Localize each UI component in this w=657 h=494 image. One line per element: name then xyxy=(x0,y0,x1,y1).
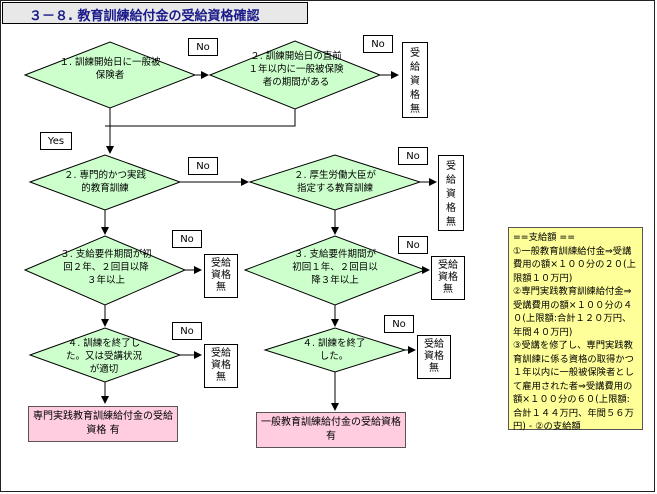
ineligible-line: 受給 xyxy=(424,339,444,350)
ineligible-char: 格 xyxy=(410,90,420,101)
ineligible-char: 無 xyxy=(443,284,453,295)
result-specialized: 専門実践教育訓練給付金の受給資格 有 xyxy=(28,406,178,442)
ineligible-char: 無 xyxy=(429,363,439,374)
benefit-amount-note: ==支給額 == ①一般教育訓練給付金⇒受講費用の額×１００分の２０(上限額１０… xyxy=(508,227,643,432)
ineligible-char: 資 xyxy=(446,189,456,200)
no-label-2: No xyxy=(363,35,393,53)
note-line: ③受講を修了し、専門実践教育訓練に係る資格の取得かつ１年以内に一般被保険者として… xyxy=(513,340,634,432)
ineligible-box-3: 受給 資格 無 xyxy=(204,254,238,298)
ineligible-box-6: 受給 資格 無 xyxy=(417,335,451,379)
no-label-7: No xyxy=(172,322,202,340)
no-label-3: No xyxy=(188,157,218,175)
no-label-8: No xyxy=(384,315,414,333)
yes-label: Yes xyxy=(40,132,72,150)
ineligible-box-4: 受給 資格 無 xyxy=(431,256,465,300)
ineligible-line: 受給 xyxy=(211,258,231,269)
ineligible-line: 受給 xyxy=(438,260,458,271)
ineligible-char: 給 xyxy=(410,62,420,73)
decision-text-3: ２. 専門的かつ実践的教育訓練 xyxy=(63,170,147,194)
ineligible-line: 受給 xyxy=(211,348,231,359)
ineligible-char: 無 xyxy=(216,372,226,383)
note-line: ①一般教育訓練給付金⇒受講費用の額×１００分の２０(上限額１０万円) xyxy=(513,245,636,284)
page-title: ３－８. 教育訓練給付金の受給資格確認 xyxy=(2,2,308,24)
no-label-1: No xyxy=(188,38,218,56)
ineligible-char: 受 xyxy=(446,161,456,172)
decision-text-8: ４. 訓練を終了した。 xyxy=(302,338,366,362)
ineligible-line: 資格 xyxy=(424,351,444,362)
ineligible-char: 無 xyxy=(410,104,420,115)
note-heading: ==支給額 == xyxy=(513,232,576,243)
no-label-5: No xyxy=(172,230,202,248)
decision-text-2: ２. 訓練開始日の直前１年以内に一般被保険者の期間がある xyxy=(248,51,344,88)
ineligible-char: 受 xyxy=(410,48,420,59)
ineligible-box-2: 受 給 資 格 無 xyxy=(438,155,464,231)
decision-text-7: ４. 訓練を終了した。又は受講状況が適切 xyxy=(65,338,142,375)
ineligible-line: 資格 xyxy=(211,270,231,281)
no-label-6: No xyxy=(398,236,428,254)
ineligible-char: 格 xyxy=(446,203,456,214)
ineligible-char: 給 xyxy=(446,175,456,186)
result-general: 一般教育訓練給付金の受給資格 有 xyxy=(256,412,406,448)
ineligible-box-1: 受 給 資 格 無 xyxy=(402,42,428,118)
ineligible-char: 資 xyxy=(410,76,420,87)
ineligible-char: 無 xyxy=(446,217,456,228)
decision-text-5: ３. 支給要件期間が初回２年、２回目以降３年以上 xyxy=(60,249,152,286)
decision-text-1: １. 訓練開始日に一般被保険者 xyxy=(59,57,161,81)
ineligible-line: 資格 xyxy=(438,272,458,283)
decision-text-4: ２. 厚生労働大臣が指定する教育訓練 xyxy=(293,170,377,194)
ineligible-char: 無 xyxy=(216,282,226,293)
no-label-4: No xyxy=(398,147,428,165)
ineligible-line: 資格 xyxy=(211,360,231,371)
ineligible-box-5: 受給 資格 無 xyxy=(204,344,238,388)
note-line: ②専門実践教育訓練給付金⇒受講費用の額×１００分の４０(上限額:合計１２０万円、… xyxy=(513,286,633,338)
decision-text-6: ３. 支給要件期間が初回１年、２回目以降３年以上 xyxy=(292,249,378,286)
